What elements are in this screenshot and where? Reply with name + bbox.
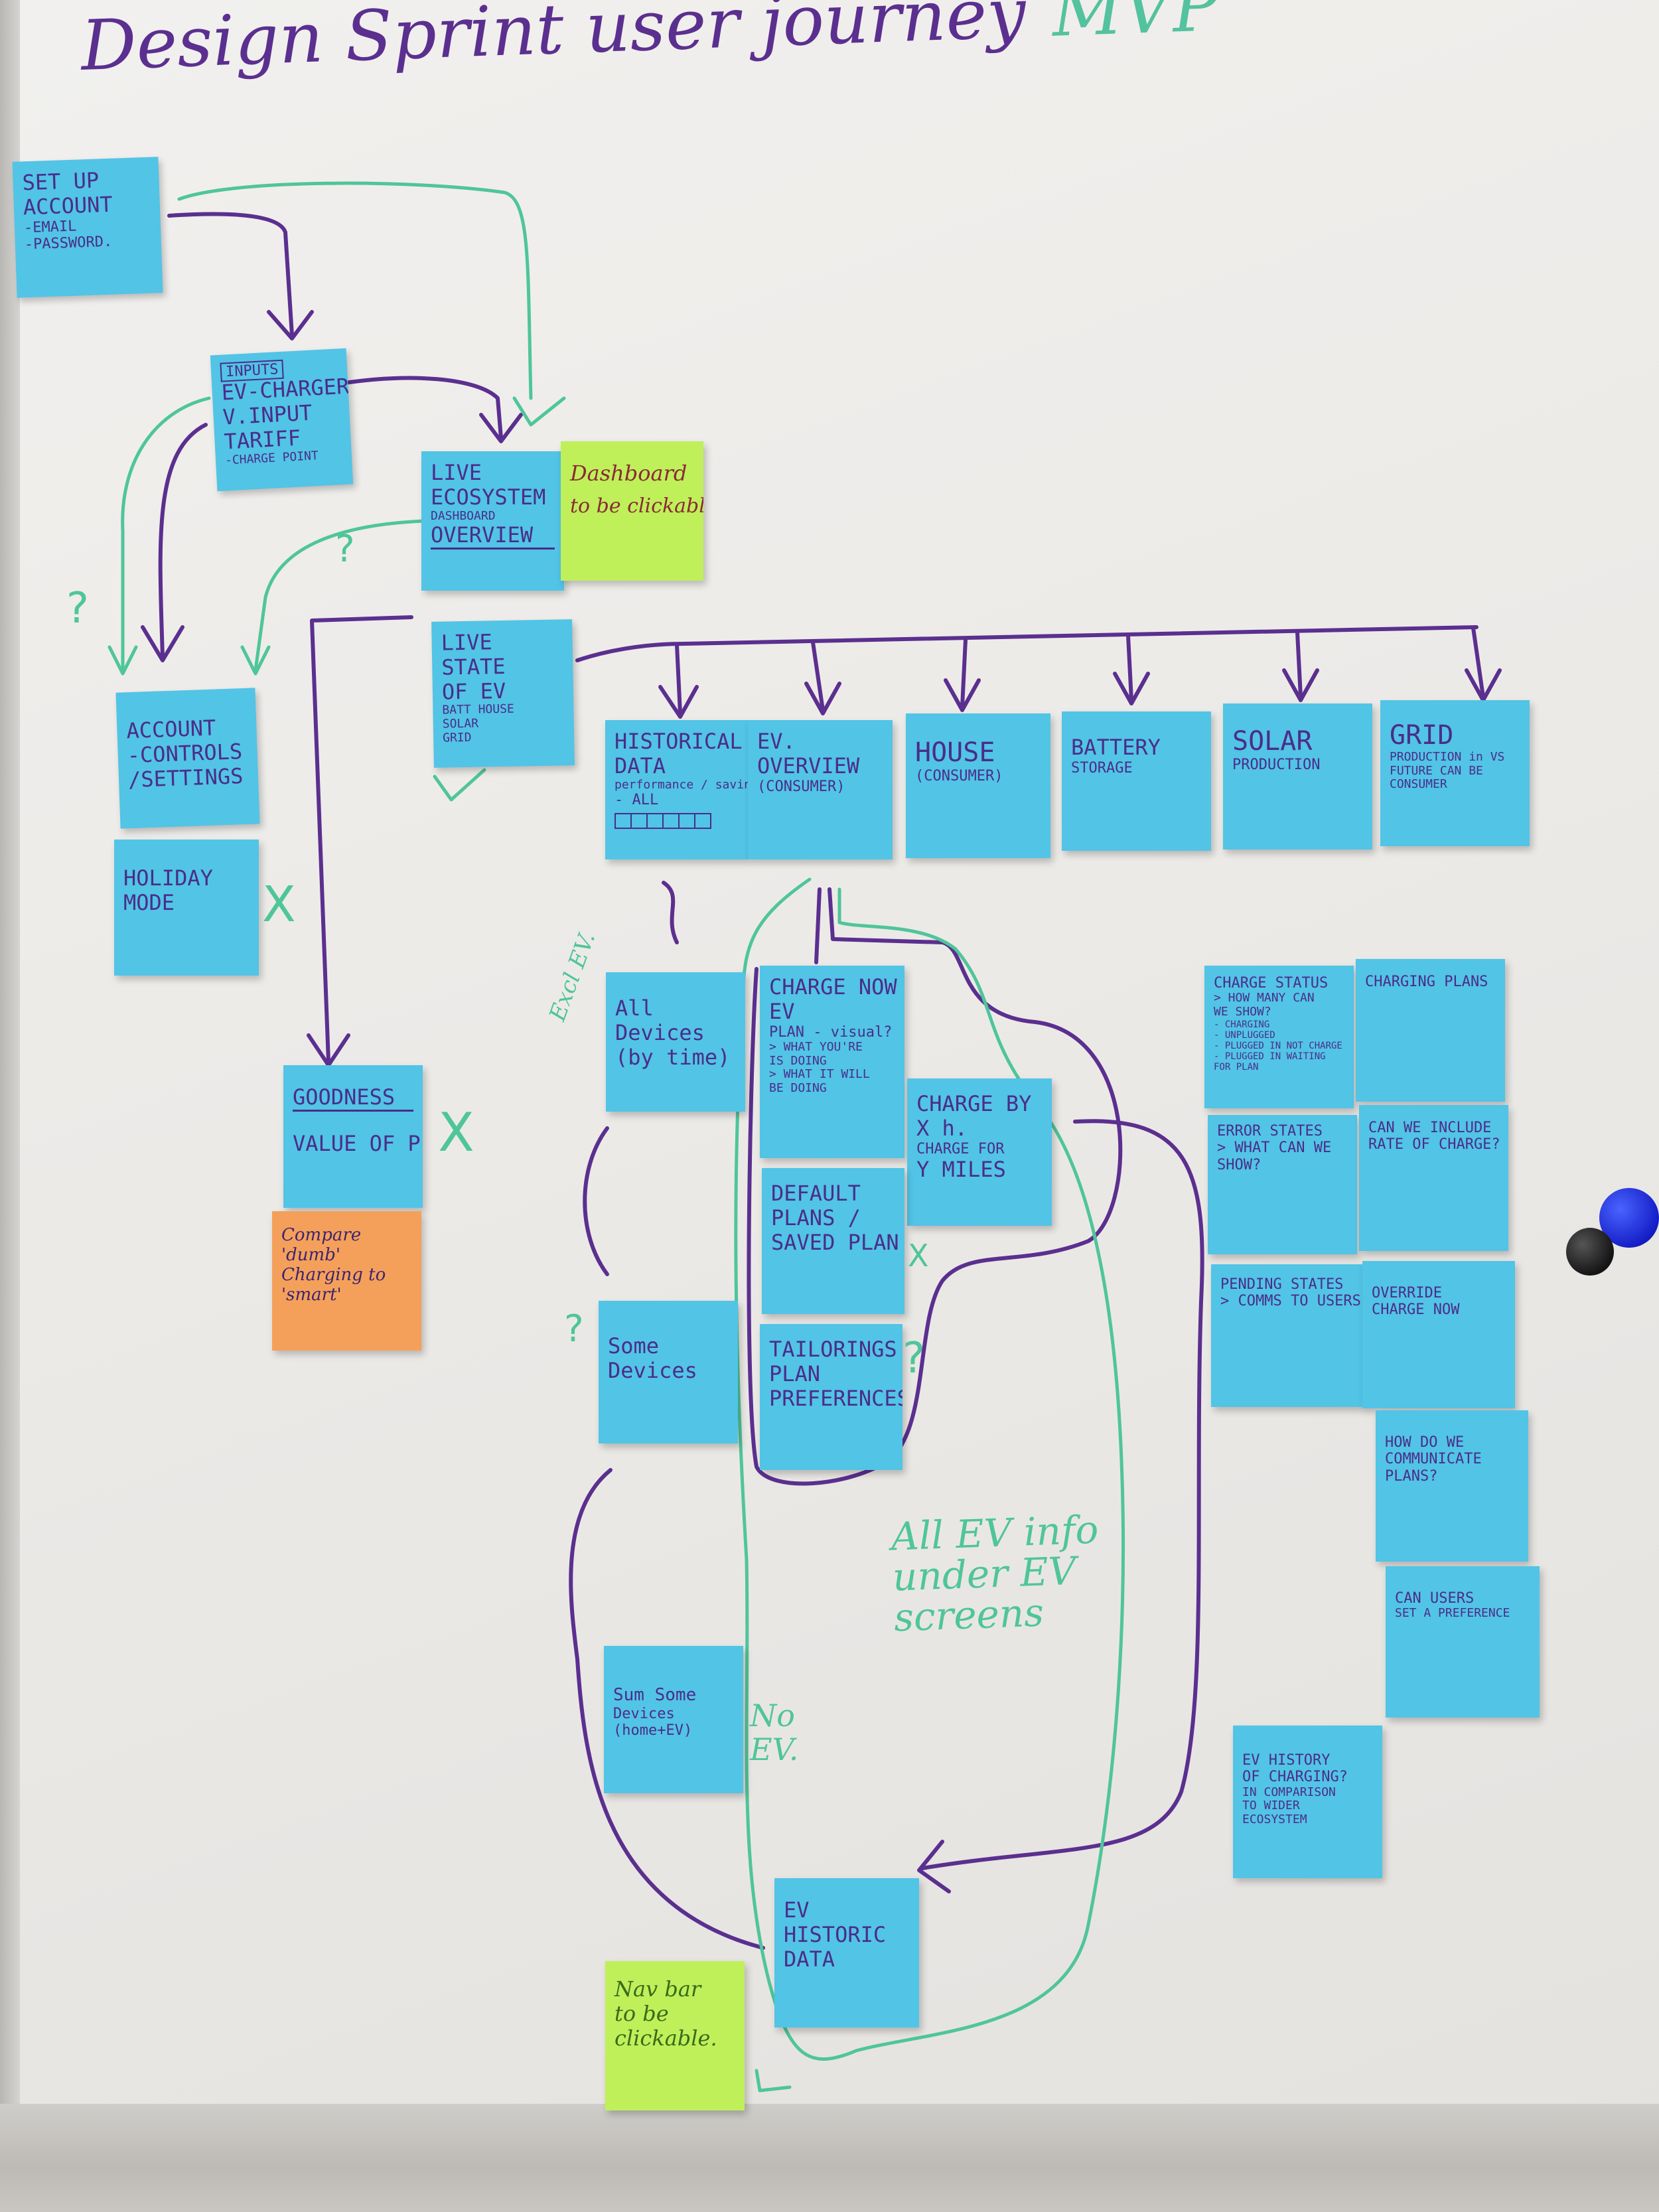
note-some-devices: Some Devices xyxy=(599,1301,738,1443)
arrow-setup-to-inputs xyxy=(167,212,294,337)
note-compare-dumb-smart: Compare 'dumb' Charging to 'smart' xyxy=(272,1211,421,1351)
bus-drop-battery xyxy=(1126,634,1133,702)
some-to-historic-loop xyxy=(569,1468,765,1950)
question-mark-some-devices: ? xyxy=(564,1307,584,1351)
timeline-bar-icon xyxy=(614,812,739,829)
ev-plans-loop xyxy=(747,887,1123,1486)
arrow-inputs-to-account xyxy=(158,423,208,659)
note-all-devices: All Devices (by time) xyxy=(606,972,745,1112)
note-grid: GRID PRODUCTION in VS FUTURE CAN BE CONS… xyxy=(1380,700,1530,846)
arrowhead-inputs-ecosystem xyxy=(479,413,523,443)
arrow-inputs-to-ecosystem xyxy=(330,376,503,440)
note-holiday-mode: HOLIDAY MODE xyxy=(114,840,259,976)
arrowhead-inputs-account xyxy=(141,625,184,662)
green-tick-livestate xyxy=(433,768,486,802)
note-pending-states: PENDING STATES > COMMS TO USERS xyxy=(1211,1264,1364,1407)
note-battery: BATTERY STORAGE xyxy=(1062,711,1211,851)
note-historical-data: HISTORICAL DATA performance / savings - … xyxy=(605,720,748,859)
note-ev-history-charging: EV HISTORY OF CHARGING? IN COMPARISON TO… xyxy=(1233,1726,1382,1878)
note-sum-some-devices: Sum Some Devices (home+EV) xyxy=(604,1646,743,1793)
historical-link xyxy=(662,881,679,944)
note-live-ecosystem: LIVE ECOSYSTEM DASHBOARD OVERVIEW xyxy=(421,451,564,591)
question-mark-ecosystem: ? xyxy=(335,528,355,571)
note-default-plans: DEFAULT PLANS / SAVED PLAN xyxy=(762,1168,904,1314)
green-arrowhead-ecosystem xyxy=(512,396,566,427)
bracket-all-some xyxy=(583,1126,609,1276)
question-mark-tailorings: ? xyxy=(902,1334,925,1383)
note-live-state-of-ev: LIVE STATE OF EV BATT HOUSE SOLAR GRID xyxy=(431,619,575,768)
annotation-no-ev: No EV. xyxy=(750,1698,799,1767)
bus-drop-solar xyxy=(1295,630,1303,699)
note-account-controls: ACCOUNT -CONTROLS /SETTINGS xyxy=(115,688,260,829)
x-mark-default-plans: X xyxy=(908,1238,929,1274)
annotation-all-ev-info: All EV info under EV screens xyxy=(890,1507,1100,1641)
bus-drop-historical xyxy=(675,643,682,715)
note-charge-now-ev-plan: CHARGE NOW EV PLAN - visual? > WHAT YOU'… xyxy=(760,966,904,1158)
note-charge-by: CHARGE BY X h. CHARGE FOR Y MILES xyxy=(907,1078,1052,1226)
note-ev-historic-data: EV HISTORIC DATA xyxy=(774,1878,919,2028)
note-dashboard-clickable: Dashboard to be clickable xyxy=(561,441,703,581)
chargeby-to-historic xyxy=(920,1119,1204,1870)
tabs-bus-line xyxy=(575,625,1479,662)
note-set-preference: CAN USERS SET A PREFERENCE xyxy=(1386,1566,1540,1718)
note-communicate-plans: HOW DO WE COMMUNICATE PLANS? xyxy=(1376,1410,1528,1562)
note-solar: SOLAR PRODUCTION xyxy=(1223,703,1372,849)
note-goodness-value: GOODNESS VALUE OF PLAN xyxy=(283,1065,423,1208)
whiteboard-frame-left xyxy=(0,0,20,2212)
note-nav-bar-clickable: Nav bar to be clickable. xyxy=(605,1961,745,2110)
note-tailorings-plan-preferences: TAILORINGS PLAN PREFERENCES xyxy=(760,1324,902,1470)
bus-drop-ev xyxy=(811,640,825,712)
note-error-states: ERROR STATES > WHAT CAN WE SHOW? xyxy=(1208,1115,1357,1254)
arrow-ecosystem-to-goodness xyxy=(310,615,413,1064)
x-mark-goodness: X xyxy=(438,1102,474,1163)
note-charge-status: CHARGE STATUS > HOW MANY CAN WE SHOW? - … xyxy=(1204,966,1354,1108)
arrowhead-setup-inputs xyxy=(267,310,314,340)
note-set-up-account: SET UP ACCOUNT -EMAIL -PASSWORD. xyxy=(12,157,163,298)
green-inputs-to-account xyxy=(121,396,211,672)
bus-drop-grid xyxy=(1471,626,1485,699)
question-mark-account: ? xyxy=(66,584,89,633)
arrowhead-historic xyxy=(917,1840,951,1893)
bus-drop-house xyxy=(960,638,968,709)
magnet-black xyxy=(1566,1228,1614,1276)
note-rate-of-charge: CAN WE INCLUDE RATE OF CHARGE? xyxy=(1359,1105,1508,1251)
whiteboard-frame-bottom xyxy=(0,2104,1659,2212)
note-override-charge-now: OVERRIDE CHARGE NOW xyxy=(1362,1261,1515,1408)
note-ev-overview: EV. OVERVIEW (CONSUMER) xyxy=(748,720,893,859)
x-mark-holiday: X xyxy=(262,876,296,933)
green-tick-navbar xyxy=(755,2069,792,2093)
note-house: HOUSE (CONSUMER) xyxy=(906,713,1050,858)
green-setup-to-ecosystem xyxy=(177,181,533,400)
ev-to-chargenow xyxy=(814,887,822,964)
green-ecosystem-to-account xyxy=(253,519,427,672)
note-inputs: INPUTS EV-CHARGER V.INPUT TARIFF -CHARGE… xyxy=(210,348,354,492)
note-charging-plans: CHARGING PLANS xyxy=(1356,959,1505,1102)
